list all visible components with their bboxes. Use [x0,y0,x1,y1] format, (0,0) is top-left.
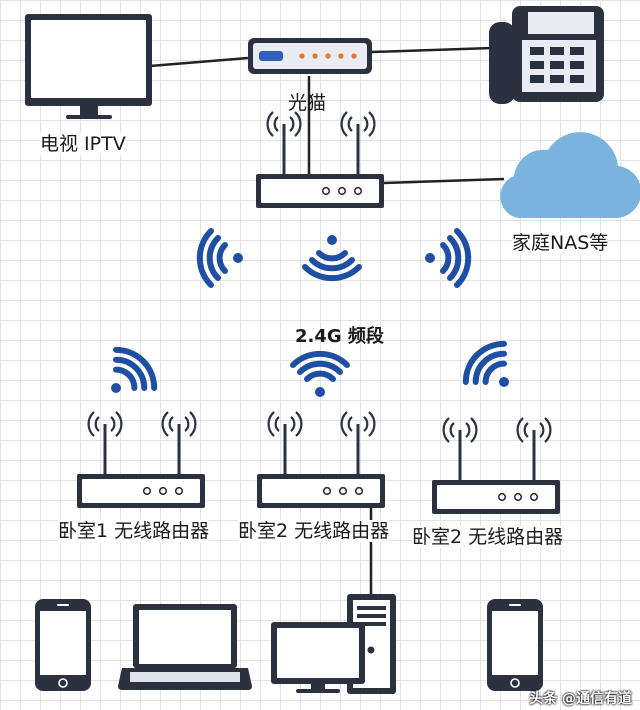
router-nas-link [383,177,505,185]
nas-label: 家庭NAS等 [512,232,609,254]
main-router-icon [255,110,385,209]
router2-label: 卧室2 无线路由器 [238,520,390,542]
bedroom3-router-icon [431,416,561,515]
router3-label: 卧室2 无线路由器 [412,526,564,548]
optical-modem-icon [248,38,372,74]
cloud-icon [500,132,640,219]
band-label: 2.4G 频段 [295,326,384,347]
wifi-signal-right [425,231,468,285]
tv-label: 电视 IPTV [40,133,126,155]
smartphone-left-icon [34,598,92,692]
wifi-signal-icons [93,231,526,411]
wifi-signal-room3 [458,336,527,405]
wifi-signal-room2 [293,354,347,397]
modem-phone-link [371,46,493,54]
wifi-signal-left [200,231,243,285]
desktop-computer-icon [271,594,396,694]
modem-label: 光猫 [288,92,327,114]
telephone-icon [489,6,604,104]
smartphone-right-icon [486,598,544,692]
tv-modem-link [149,56,249,68]
wifi-signal-center [305,235,359,278]
watermark: 头条 @通信有道 [529,691,632,707]
router1-label: 卧室1 无线路由器 [58,520,210,542]
bedroom2-router-icon [256,410,386,509]
bedroom1-router-icon [76,410,206,509]
tv-monitor-icon [25,14,152,119]
wifi-signal-room1 [93,342,162,411]
laptop-icon [118,604,252,690]
